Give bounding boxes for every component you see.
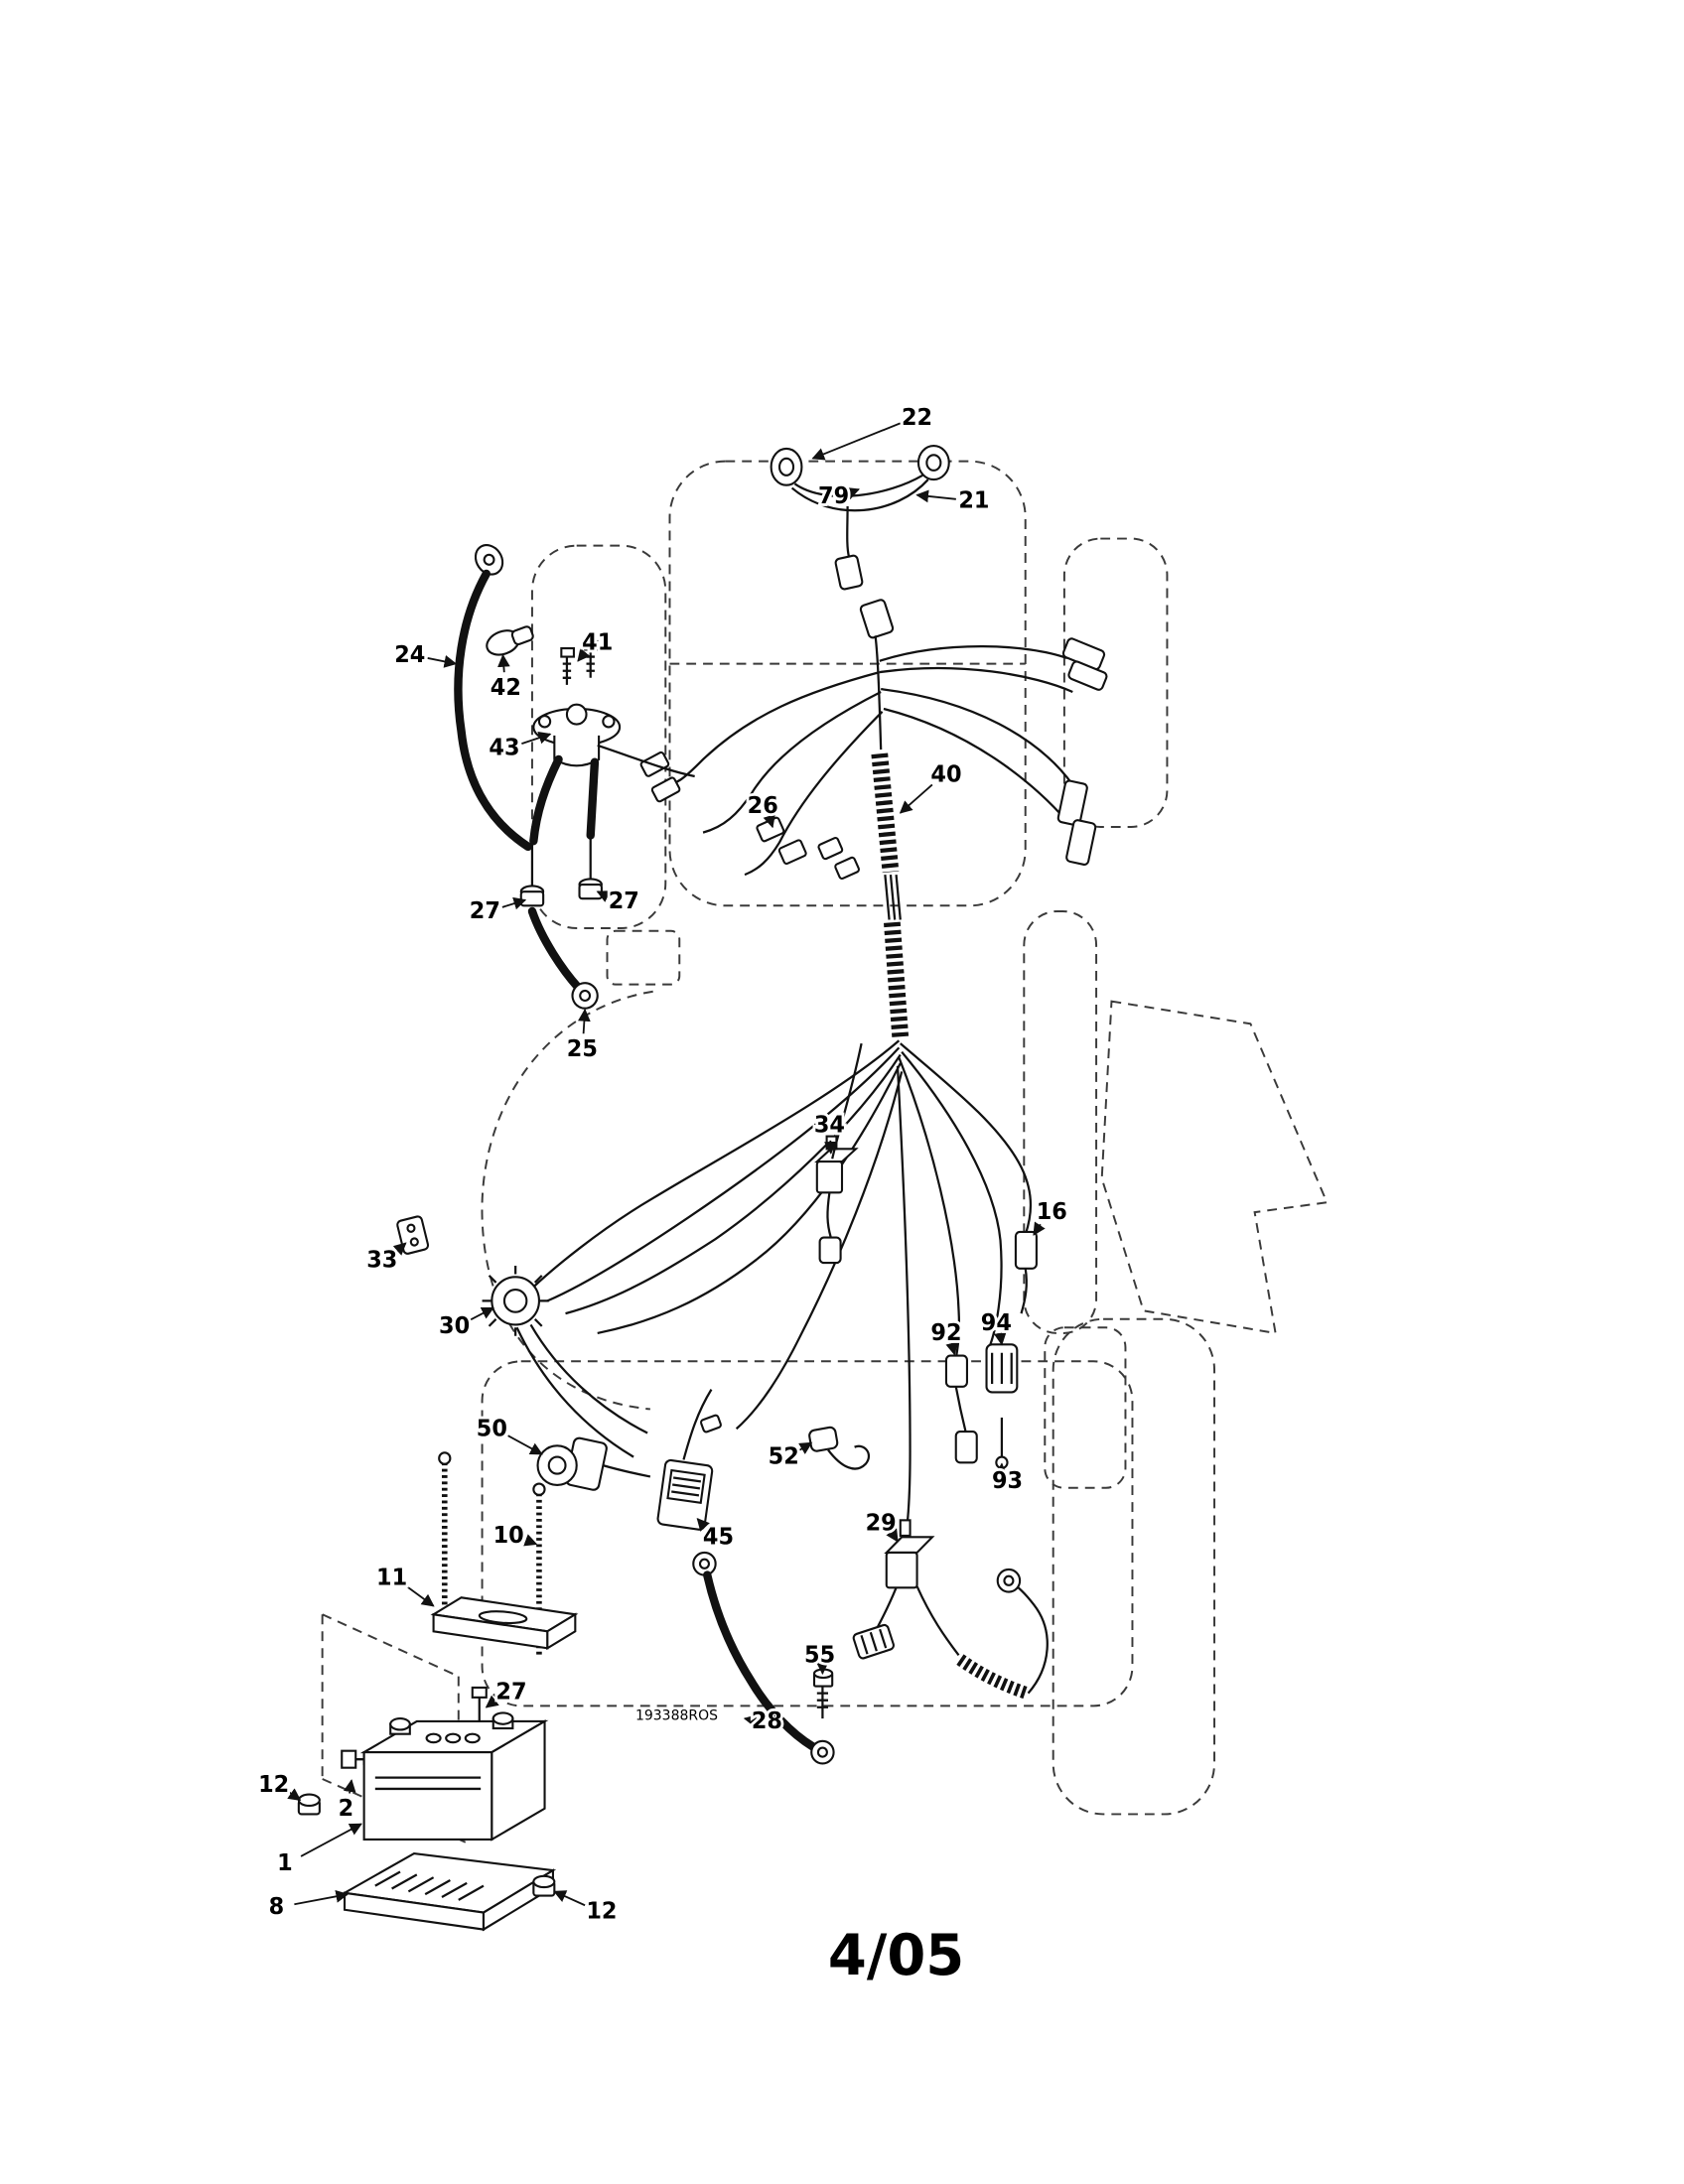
callout-leader-1 xyxy=(300,1823,362,1857)
callout-leader-27 xyxy=(596,890,611,902)
part-callout-2: 2 xyxy=(339,1796,354,1822)
callout-leader-12 xyxy=(553,1890,586,1907)
part-callout-29: 29 xyxy=(866,1510,897,1536)
callout-leader-28 xyxy=(743,1714,758,1727)
part-callout-26: 26 xyxy=(748,793,778,819)
ground-cable-28 xyxy=(692,1551,835,1765)
callout-leader-30 xyxy=(470,1306,494,1321)
callout-leader-25 xyxy=(578,1008,591,1034)
switch-29 xyxy=(852,1519,1049,1700)
part-callout-33: 33 xyxy=(366,1247,397,1273)
cable-25 xyxy=(527,906,583,992)
part-callout-50: 50 xyxy=(477,1416,507,1441)
connector-92a xyxy=(944,1354,968,1388)
part-callout-28: 28 xyxy=(752,1708,782,1734)
callout-leader-2 xyxy=(343,1779,356,1794)
headlight-harness xyxy=(770,445,950,591)
part-callout-94: 94 xyxy=(981,1310,1012,1336)
ignition-switch-connector-30 xyxy=(482,1265,549,1336)
main-wiring-harness xyxy=(515,599,1108,1700)
part-callout-92: 92 xyxy=(930,1320,961,1346)
callout-leader-50 xyxy=(507,1434,543,1455)
callout-leader-40 xyxy=(899,783,933,814)
connector-16 xyxy=(1014,1230,1038,1270)
callout-leader-52 xyxy=(798,1441,813,1454)
headlight-plug xyxy=(834,554,864,591)
bolt-41a xyxy=(560,646,575,658)
nut-12-left xyxy=(297,1793,321,1816)
part-callout-25: 25 xyxy=(567,1036,598,1062)
callout-leader-16 xyxy=(1033,1221,1046,1236)
part-callout-52: 52 xyxy=(769,1444,799,1470)
part-callout-45: 45 xyxy=(703,1524,734,1550)
key-switch-50 xyxy=(536,1436,651,1491)
callout-leader-79 xyxy=(845,487,860,500)
callout-leader-45 xyxy=(696,1517,710,1532)
callout-leader-26 xyxy=(763,814,775,829)
harness-top-plug xyxy=(859,599,895,639)
nut-12-right xyxy=(532,1874,556,1897)
bolt-55 xyxy=(812,1668,834,1719)
callout-leader-11 xyxy=(406,1585,435,1607)
connector-92b xyxy=(954,1431,978,1464)
callout-leader-42 xyxy=(497,653,510,673)
part-callout-55: 55 xyxy=(804,1642,835,1668)
part-callout-27: 27 xyxy=(470,898,500,924)
diagram-ref-text: 193388ROS xyxy=(635,1707,718,1723)
part-callout-16: 16 xyxy=(1037,1199,1067,1225)
part-callout-22: 22 xyxy=(902,405,932,431)
chassis-outlines xyxy=(321,460,1329,1843)
part-callout-12: 12 xyxy=(586,1898,617,1924)
callout-leader-33 xyxy=(392,1242,407,1256)
callout-leader-92 xyxy=(945,1341,958,1356)
callout-leader-41 xyxy=(577,647,591,662)
battery-1 xyxy=(359,1711,549,1842)
callout-leader-94 xyxy=(993,1331,1007,1346)
callout-leader-12 xyxy=(287,1788,302,1802)
callout-leader-8 xyxy=(294,1889,350,1906)
harness-conduit-lower xyxy=(884,921,910,1039)
battery-tray-8 xyxy=(341,1851,557,1932)
part-callout-40: 40 xyxy=(930,762,961,788)
part-callout-41: 41 xyxy=(582,629,613,655)
part-callout-8: 8 xyxy=(269,1894,285,1920)
part-callout-27: 27 xyxy=(495,1679,526,1705)
callout-leader-21 xyxy=(915,489,956,503)
part-callout-42: 42 xyxy=(491,675,521,701)
callout-leader-43 xyxy=(521,732,552,745)
date-code-text: 4/05 xyxy=(828,1924,964,1988)
callout-leader-24 xyxy=(427,655,458,668)
boot-42 xyxy=(486,625,534,656)
part-callout-24: 24 xyxy=(394,642,425,668)
part-callout-12: 12 xyxy=(258,1772,289,1798)
callout-leader-29 xyxy=(886,1528,899,1543)
hour-meter-45 xyxy=(656,1389,722,1531)
holddown-bracket-11 xyxy=(430,1596,579,1651)
harness-conduit-upper xyxy=(871,752,900,874)
battery-assembly xyxy=(297,1451,579,1932)
part-callout-1: 1 xyxy=(277,1850,293,1876)
part-callout-30: 30 xyxy=(439,1313,470,1339)
solenoid-assembly xyxy=(486,625,695,1010)
part-callout-21: 21 xyxy=(958,487,989,513)
callout-leader-27 xyxy=(501,896,527,910)
callout-leader-10 xyxy=(523,1534,538,1547)
part-callout-93: 93 xyxy=(992,1468,1023,1494)
cap-52 xyxy=(808,1426,871,1470)
part-callout-10: 10 xyxy=(493,1523,524,1549)
part-callout-43: 43 xyxy=(489,736,519,761)
part-callout-34: 34 xyxy=(814,1112,845,1138)
part-callout-11: 11 xyxy=(376,1565,407,1590)
callout-leader-27 xyxy=(485,1695,499,1708)
switch-34 xyxy=(814,1042,863,1265)
part-callout-27: 27 xyxy=(609,888,639,914)
battery-cable-24 xyxy=(454,544,532,852)
bracket-33 xyxy=(396,1215,430,1255)
screw-93 xyxy=(995,1455,1009,1470)
part-callout-79: 79 xyxy=(818,483,849,509)
callout-leader-22 xyxy=(811,422,901,461)
